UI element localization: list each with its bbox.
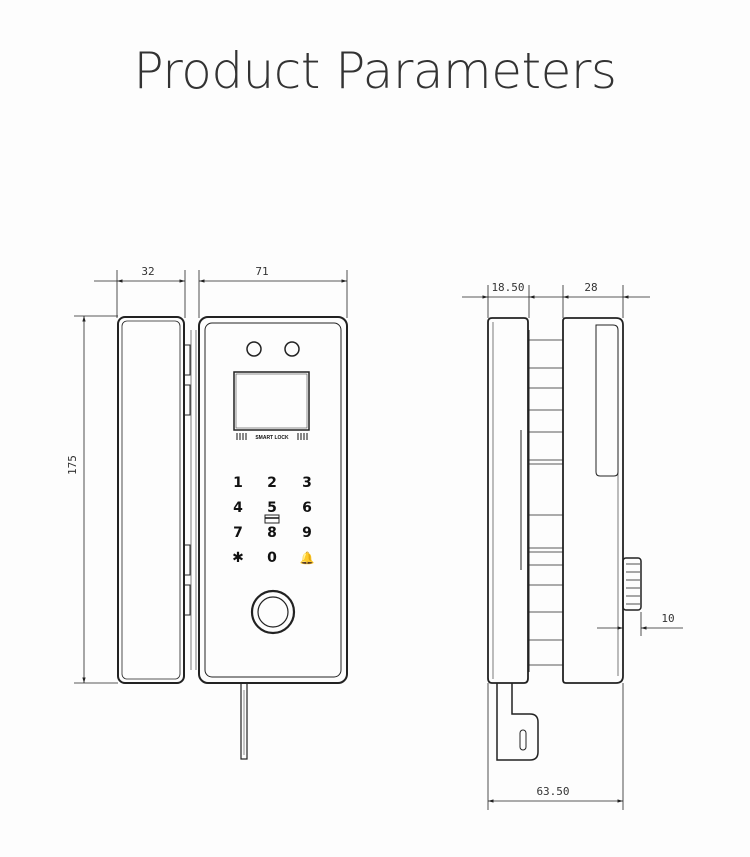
key-8: 8: [267, 525, 277, 541]
dim-handle-width: 32: [141, 265, 154, 278]
brand-text: SMART LOCK: [255, 435, 289, 441]
lock-spindle: [240, 682, 248, 760]
key-3: 3: [302, 475, 312, 491]
dim-body-width: 71: [255, 265, 268, 278]
hinge: [183, 384, 191, 416]
key-star: ✱: [232, 550, 244, 566]
key-1: 1: [233, 475, 243, 491]
camera-lens: [246, 341, 262, 357]
side-view: 18.50 28: [462, 281, 683, 810]
card-icon: [264, 514, 280, 524]
dim-right-depth: 28: [584, 281, 597, 294]
hinge: [183, 584, 191, 616]
side-handle: [487, 317, 529, 684]
dim-knob: 10: [661, 612, 674, 625]
dim-total-depth: 63.50: [536, 785, 569, 798]
dim-height: 175: [66, 455, 79, 475]
handle-panel: [117, 316, 185, 684]
brand-strip: SMART LOCK: [236, 433, 308, 441]
thumb-knob: [622, 557, 642, 611]
dim-left-depth: 18.50: [491, 281, 524, 294]
keypad: 1 2 3 4 5 6 7 8 9 ✱ 0 🔔: [232, 475, 314, 566]
key-4: 4: [233, 500, 243, 516]
bell-icon: 🔔: [300, 551, 315, 565]
front-view: 32 71 175 SMART LOCK: [66, 265, 348, 760]
page-title: Product Parameters: [133, 42, 617, 100]
camera-lens: [284, 341, 300, 357]
key-5: 5: [267, 500, 277, 516]
display-screen: [233, 371, 310, 431]
key-slot: [519, 729, 527, 751]
lock-body: [198, 316, 348, 684]
side-body: [562, 317, 624, 684]
fingerprint-sensor: [250, 589, 296, 635]
hinge: [183, 544, 191, 576]
key-lever: [496, 683, 539, 761]
key-7: 7: [233, 525, 243, 541]
key-2: 2: [267, 475, 277, 491]
key-9: 9: [302, 525, 312, 541]
key-0: 0: [267, 550, 277, 566]
hinge: [183, 344, 191, 376]
key-6: 6: [302, 500, 312, 516]
